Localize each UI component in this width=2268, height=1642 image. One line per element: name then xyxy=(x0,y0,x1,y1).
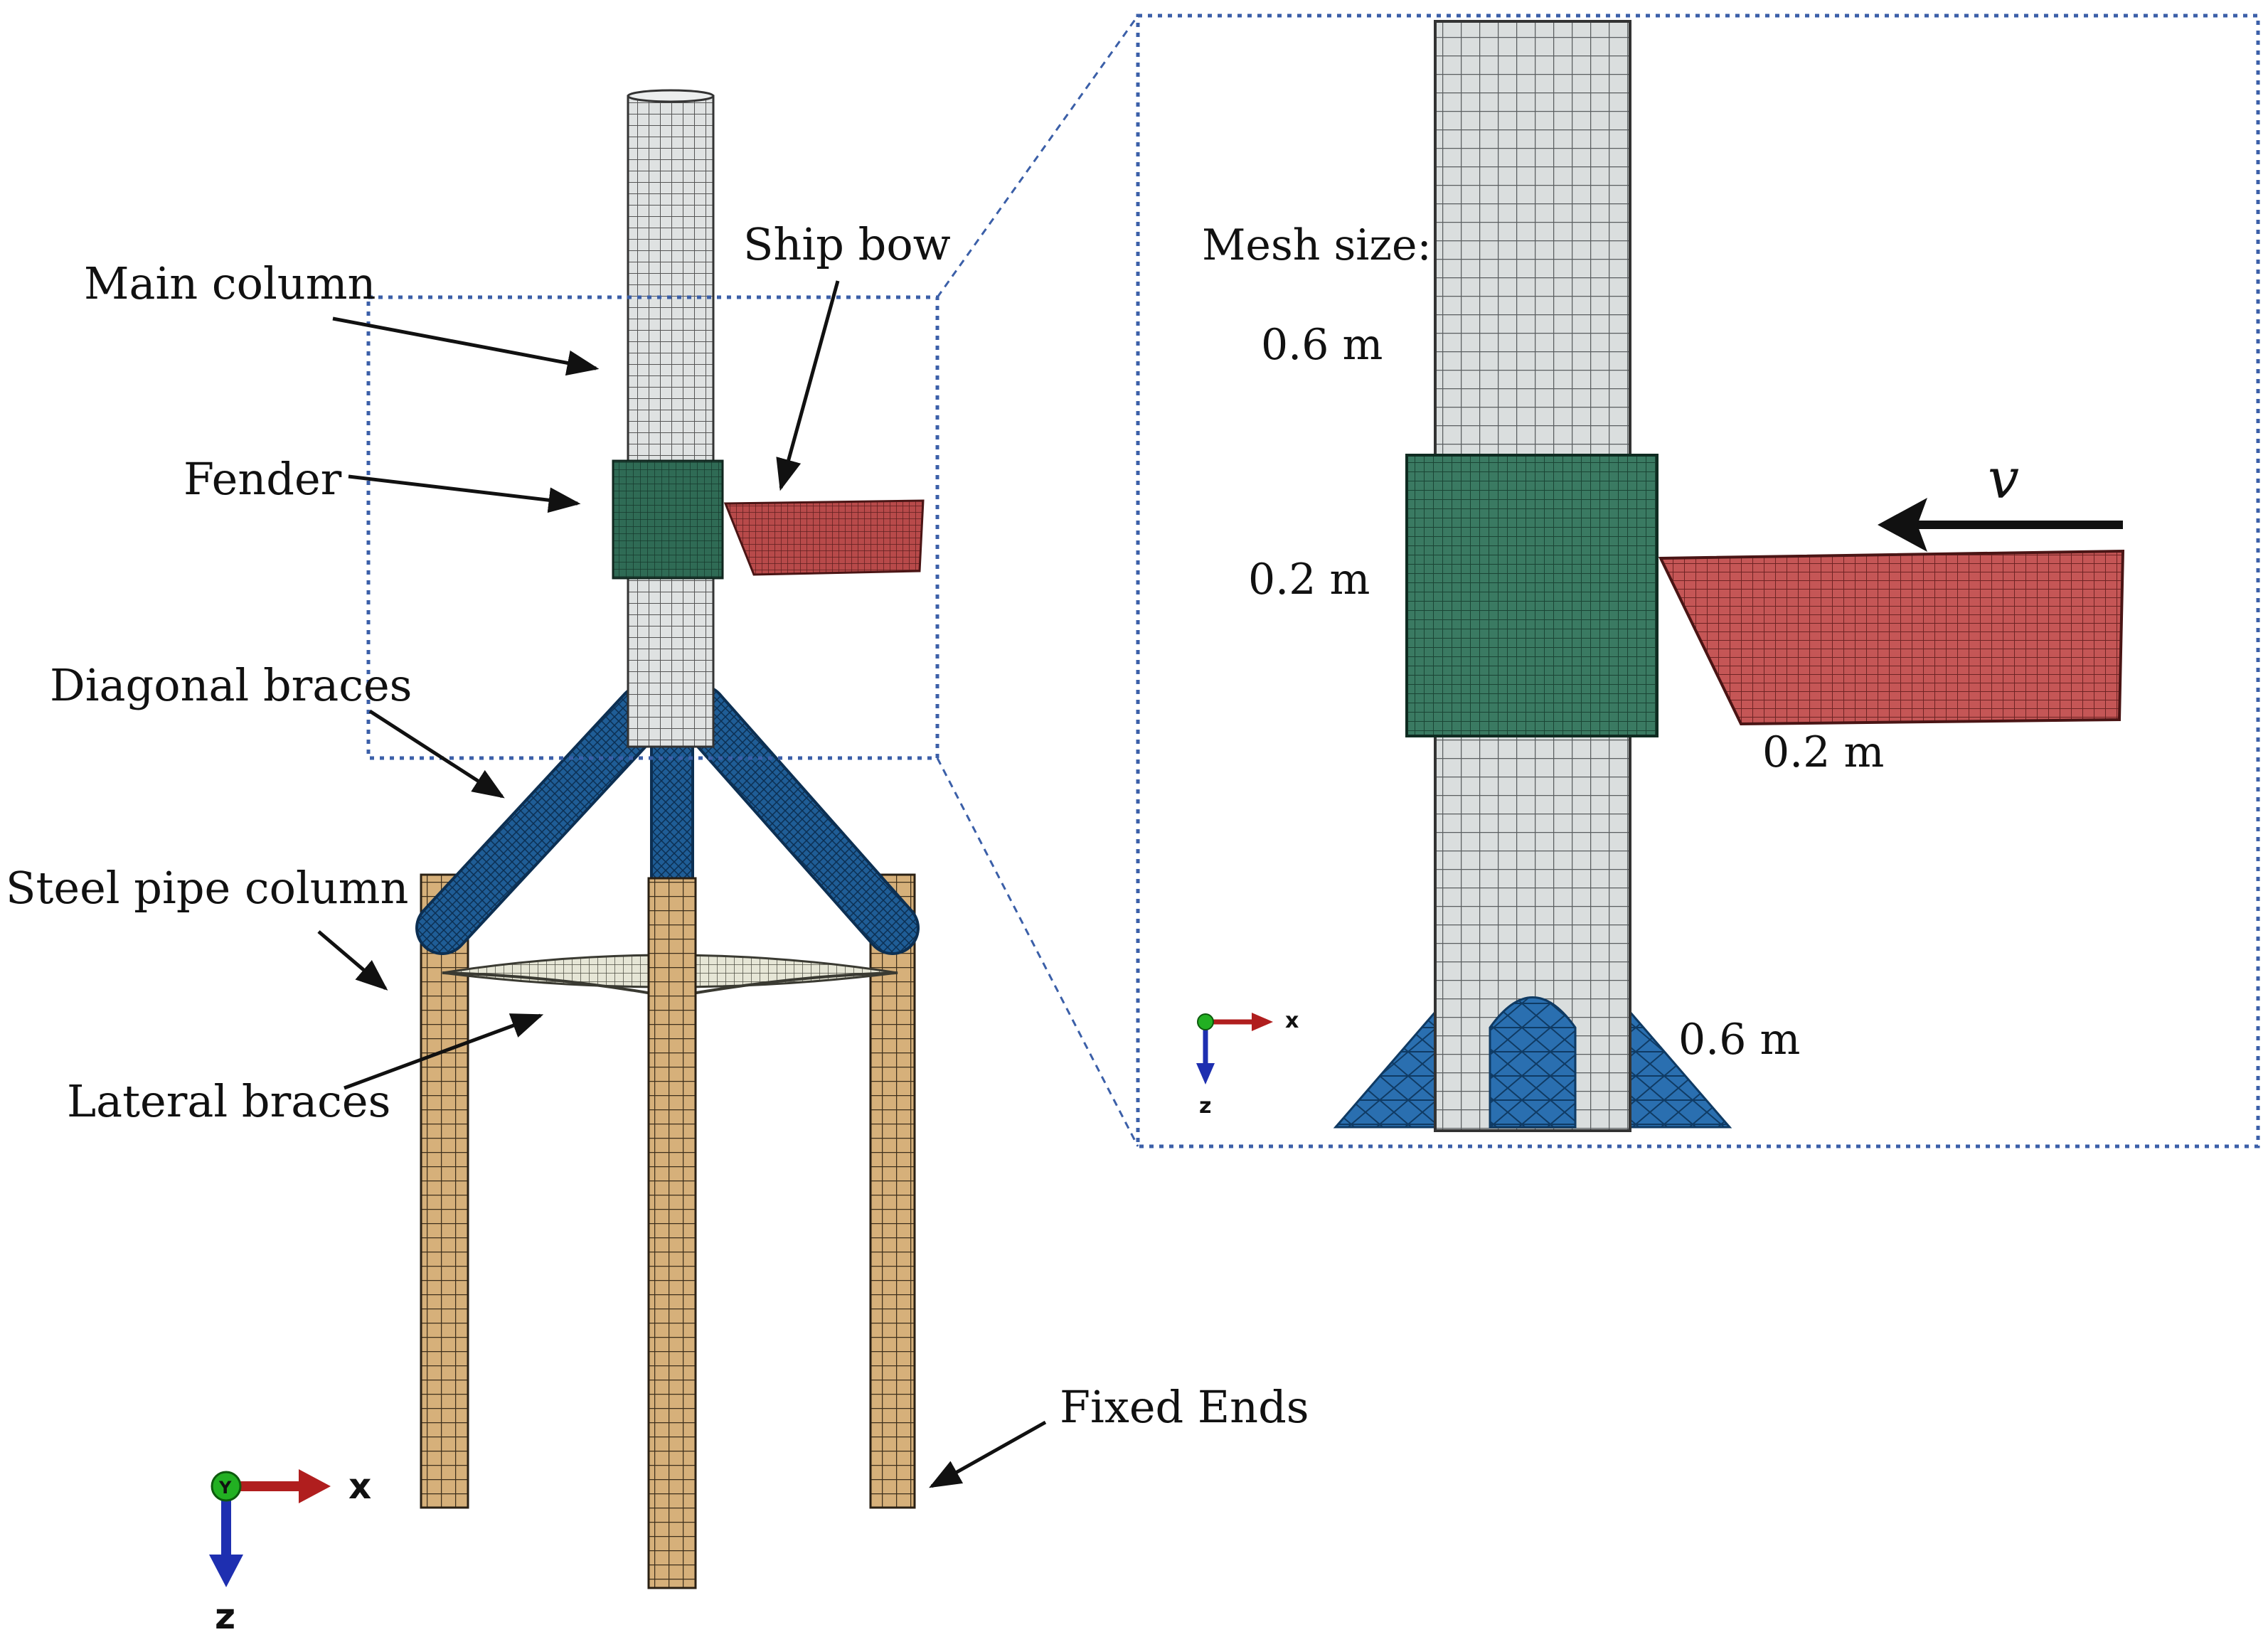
zoom-connectors xyxy=(936,15,1139,1147)
mesh-size-column: 0.6 m xyxy=(1261,320,1383,370)
inset-z-axis-label: z xyxy=(1199,1094,1211,1119)
component-labels: Main column Ship bow Fender Diagonal bra… xyxy=(6,218,1309,1433)
inset-fender xyxy=(1405,454,1659,737)
inset-ship-bow xyxy=(1658,549,2125,726)
y-axis-label: Y xyxy=(218,1478,232,1498)
main-column xyxy=(627,95,715,748)
steel-pipe-column-right xyxy=(869,873,916,1509)
mesh-size-fender: 0.2 m xyxy=(1248,555,1370,604)
label-fender: Fender xyxy=(183,453,342,505)
mesh-size-labels: Mesh size: 0.6 m 0.2 m 0.2 m 0.6 m v xyxy=(1202,220,2019,1065)
mesh-size-title: Mesh size: xyxy=(1202,220,1432,270)
label-main-column: Main column xyxy=(84,257,376,309)
inset-axis-triad: x z xyxy=(1196,1008,1299,1119)
label-lateral-braces: Lateral braces xyxy=(67,1075,390,1127)
label-fixed-ends: Fixed Ends xyxy=(1060,1381,1309,1433)
fender xyxy=(612,459,724,580)
axis-triad: Y x z xyxy=(209,1466,371,1637)
mesh-size-ship-bow: 0.2 m xyxy=(1762,727,1884,777)
label-steel-pipe-column: Steel pipe column xyxy=(6,862,408,914)
velocity-label: v xyxy=(1988,447,2019,511)
label-diagonal-braces: Diagonal braces xyxy=(50,659,412,711)
inset-panel: x z xyxy=(1136,14,2260,1148)
ship-bow xyxy=(723,499,925,576)
zoom-frame xyxy=(366,295,939,760)
x-axis-label: x xyxy=(348,1466,371,1507)
callout-arrows xyxy=(317,280,1047,1488)
mesh-size-brace: 0.6 m xyxy=(1678,1015,1800,1065)
inset-frame xyxy=(1136,14,2260,1148)
full-model xyxy=(366,89,939,1589)
inset-x-axis-label: x xyxy=(1285,1008,1299,1033)
steel-pipe-column-front xyxy=(647,877,697,1589)
z-axis-label: z xyxy=(215,1596,235,1637)
label-ship-bow: Ship bow xyxy=(743,218,951,270)
steel-pipe-column-left xyxy=(420,873,469,1509)
